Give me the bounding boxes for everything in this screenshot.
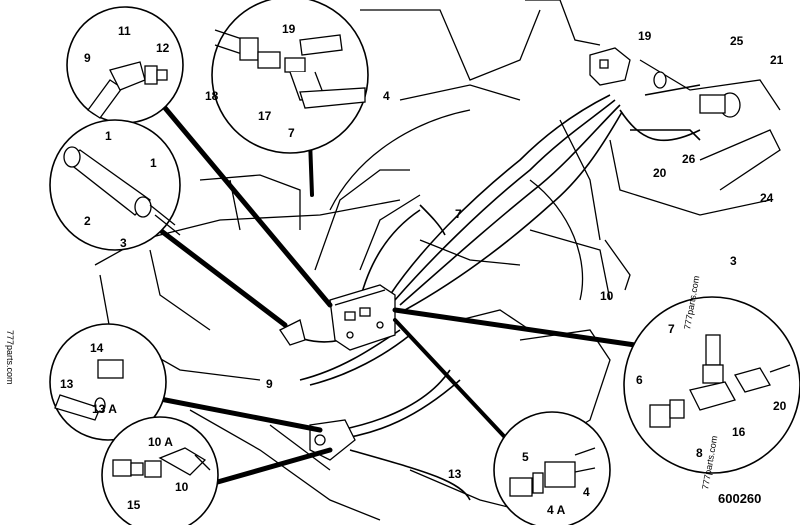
label-7: 7: [455, 207, 462, 221]
label-9: 9: [84, 51, 91, 65]
label-13: 13: [448, 467, 462, 481]
callout-leaders: [147, 87, 638, 490]
label-19: 19: [638, 29, 652, 43]
label-25: 25: [730, 34, 744, 48]
label-7: 7: [288, 126, 295, 140]
detail-circle-tee-fitting: [211, 0, 369, 154]
label-3: 3: [730, 254, 737, 268]
watermark-left: 777parts.com: [5, 330, 15, 385]
label-7: 7: [668, 322, 675, 336]
label-12: 12: [156, 41, 170, 55]
label-5: 5: [522, 450, 529, 464]
drawing-number: 600260: [718, 491, 761, 506]
label-16: 16: [732, 425, 746, 439]
label-11: 11: [118, 24, 131, 38]
label-21: 21: [770, 53, 784, 67]
label-9: 9: [266, 377, 273, 391]
detail-circle-union: [493, 411, 611, 525]
label-2: 2: [84, 214, 91, 228]
label-10: 10: [600, 289, 614, 303]
valve-block: [329, 284, 396, 351]
label-4: 4: [583, 485, 590, 499]
detail-circle-elbow: [66, 6, 184, 124]
hose-bundle: [279, 84, 701, 501]
label-13: 13: [60, 377, 74, 391]
label-17: 17: [258, 109, 272, 123]
label-14: 14: [90, 341, 104, 355]
label-15: 15: [127, 498, 141, 512]
detail-circle-adapter: [101, 416, 219, 525]
part-labels: 11 9 12 1 1 2 3 19 18 17 7 4 7 19 25 21 …: [60, 22, 787, 517]
label-20: 20: [773, 399, 787, 413]
label-1: 1: [150, 156, 157, 170]
label-18: 18: [205, 89, 219, 103]
label-8: 8: [696, 446, 703, 460]
label-6: 6: [636, 373, 643, 387]
detail-circle-tee-union: [623, 296, 800, 474]
label-20: 20: [653, 166, 667, 180]
label-1: 1: [105, 129, 112, 143]
label-4: 4: [383, 89, 390, 103]
label-3: 3: [120, 236, 127, 250]
label-13a: 13 A: [92, 402, 117, 416]
label-10a: 10 A: [148, 435, 173, 449]
label-10: 10: [175, 480, 189, 494]
label-4a: 4 A: [547, 503, 566, 517]
top-right-fittings: [589, 47, 741, 118]
label-26: 26: [682, 152, 696, 166]
detail-circle-banjo: [49, 323, 167, 441]
label-19: 19: [282, 22, 296, 36]
label-24: 24: [760, 191, 774, 205]
detail-circle-hose-clamps: [49, 119, 181, 251]
